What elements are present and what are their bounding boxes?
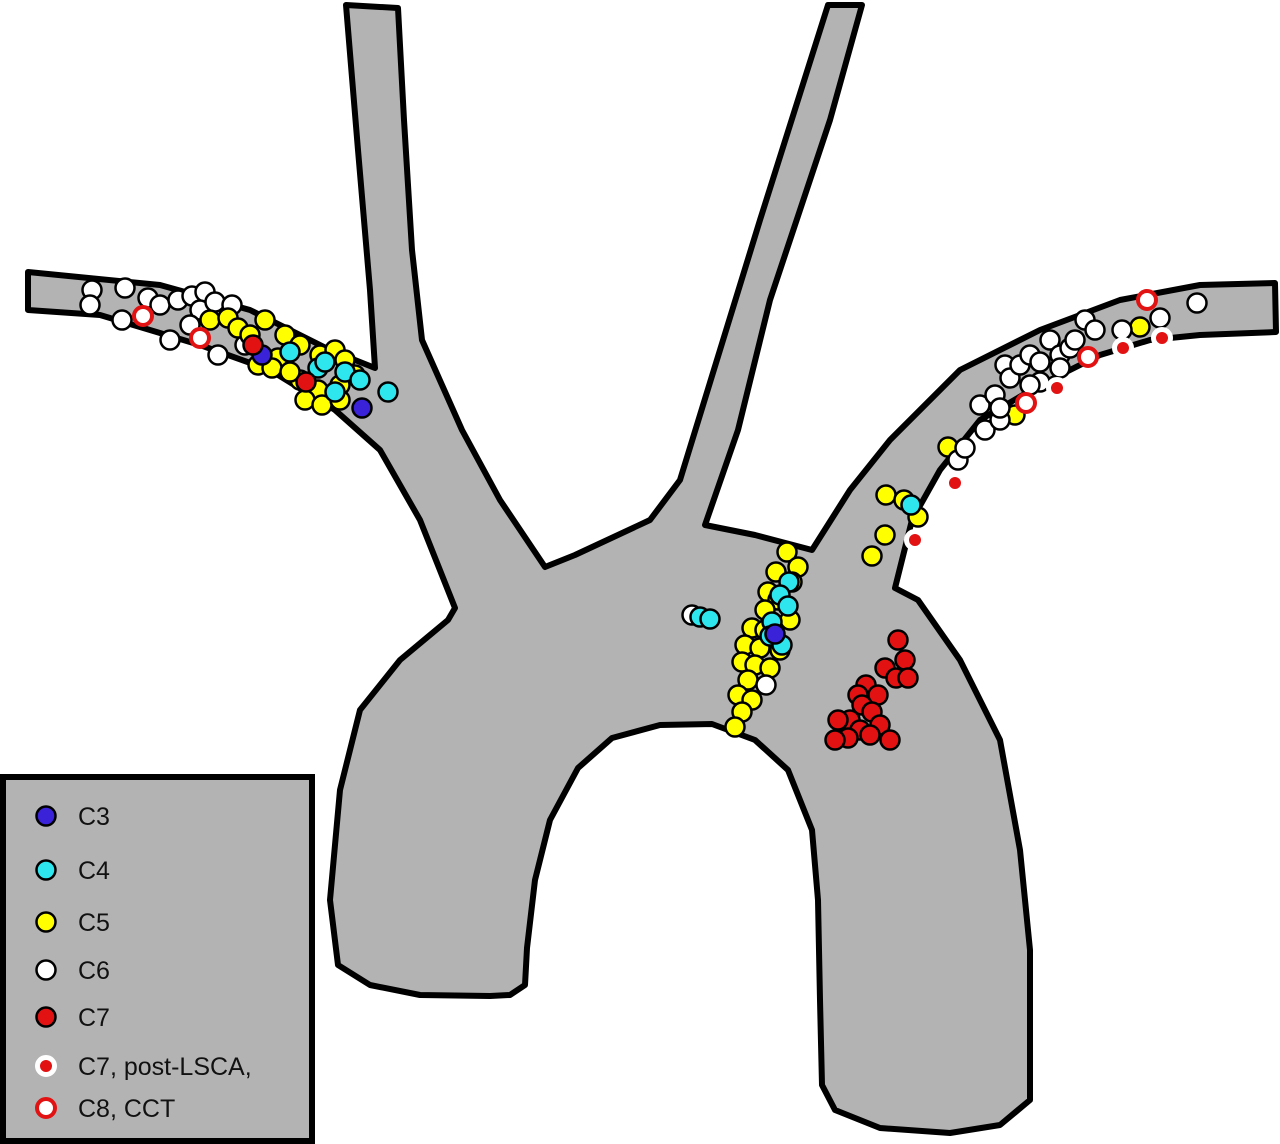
data-point-c6 [954, 437, 976, 459]
data-point-c6 [149, 294, 171, 316]
legend-label: C7, post-LSCA, [78, 1053, 252, 1081]
data-point-c5 [724, 716, 746, 738]
legend-marker-icon [35, 1097, 57, 1119]
data-point-c6 [114, 277, 136, 299]
data-point-c8-cct [1077, 346, 1099, 368]
data-point-c7-post-lsca [904, 529, 926, 551]
legend-label: C3 [78, 803, 110, 831]
data-point-c7-post-lsca [1046, 377, 1068, 399]
data-point-c6 [204, 291, 226, 313]
legend-marker-icon [35, 959, 57, 981]
data-point-c6 [989, 397, 1011, 419]
data-point-c5 [199, 309, 221, 331]
legend-marker-icon [35, 1006, 57, 1028]
data-point-c4 [900, 494, 922, 516]
data-point-c6 [1039, 329, 1061, 351]
data-point-c5 [254, 309, 276, 331]
data-point-c7-post-lsca [1151, 327, 1173, 349]
data-point-c6 [111, 309, 133, 331]
data-point-c8-cct [132, 305, 154, 327]
data-point-c5 [875, 484, 897, 506]
data-point-c6 [1084, 319, 1106, 341]
legend-item: C7 [35, 1004, 110, 1032]
data-point-c8-cct [1136, 289, 1158, 311]
legend-item: C7, post-LSCA, [35, 1053, 252, 1081]
data-point-c6 [207, 344, 229, 366]
data-point-c7 [887, 629, 909, 651]
data-point-c4 [699, 608, 721, 630]
data-point-c4 [279, 341, 301, 363]
data-point-c8-cct [1015, 392, 1037, 414]
data-point-c7 [879, 729, 901, 751]
legend-item: C5 [35, 909, 110, 937]
data-point-c6 [1064, 329, 1086, 351]
data-point-c6 [159, 329, 181, 351]
aortic-arch-vessel [25, 2, 1279, 1136]
data-point-c4 [349, 369, 371, 391]
legend-marker-icon [35, 859, 57, 881]
data-point-c5 [861, 545, 883, 567]
data-point-c5 [874, 524, 896, 546]
data-point-c6 [79, 294, 101, 316]
legend-label: C5 [78, 909, 110, 937]
legend-marker-icon [35, 911, 57, 933]
data-point-c8-cct [189, 327, 211, 349]
data-point-c7 [827, 709, 849, 731]
data-point-c7 [295, 371, 317, 393]
data-point-c6 [969, 394, 991, 416]
vertebral-level-markers [79, 277, 1208, 751]
legend-label: C7 [78, 1004, 110, 1032]
data-point-c6 [1029, 351, 1051, 373]
data-point-c4 [777, 595, 799, 617]
legend-label: C8, CCT [78, 1095, 175, 1123]
data-point-c6 [974, 419, 996, 441]
legend-item: C8, CCT [35, 1095, 175, 1123]
data-point-c5 [776, 541, 798, 563]
data-point-c6 [1111, 319, 1133, 341]
data-point-c6 [1149, 307, 1171, 329]
data-point-c6 [755, 674, 777, 696]
legend-marker-icon [35, 1055, 57, 1077]
legend-box [0, 774, 315, 1144]
data-point-c6 [1186, 292, 1208, 314]
legend-label: C6 [78, 957, 110, 985]
data-point-c7 [894, 649, 916, 671]
data-point-c7 [242, 334, 264, 356]
data-point-c6 [1019, 374, 1041, 396]
data-point-c7-post-lsca [1112, 337, 1134, 359]
legend-marker-icon [35, 805, 57, 827]
legend-label: C4 [78, 857, 110, 885]
data-point-c5 [1129, 316, 1151, 338]
data-point-c7 [824, 729, 846, 751]
data-point-c7-post-lsca [944, 472, 966, 494]
data-point-c7 [859, 724, 881, 746]
data-point-c4 [377, 381, 399, 403]
data-point-c3 [764, 623, 786, 645]
data-point-c6 [1049, 357, 1071, 379]
data-point-c4 [314, 351, 336, 373]
legend-item: C3 [35, 803, 110, 831]
data-point-c3 [351, 397, 373, 419]
legend-item: C6 [35, 957, 110, 985]
data-point-c4 [324, 381, 346, 403]
legend-item: C4 [35, 857, 110, 885]
data-point-c7 [897, 667, 919, 689]
